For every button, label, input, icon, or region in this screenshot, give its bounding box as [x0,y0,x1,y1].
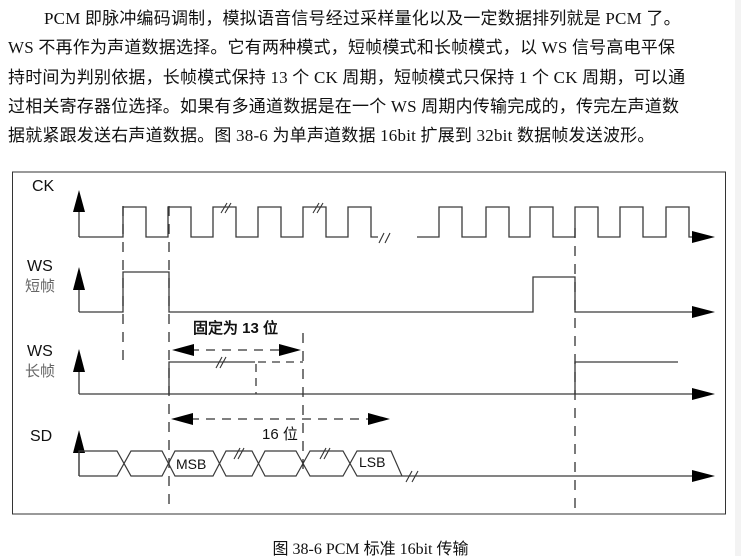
ws-long-time-arrow [692,388,715,400]
sd-break-marks [233,447,419,483]
16-bits-arrow [171,413,390,425]
paragraph-line-1: PCM 即脉冲编码调制，模拟语音信号经过采样量化以及一定数据排列就是 PCM 了… [44,9,681,28]
ws-long-dashed-extension [255,361,303,394]
lsb-label: LSB [359,454,385,470]
ws-long-break-mark [215,356,227,369]
fixed-13-bits-label: 固定为 13 位 [193,319,278,337]
description-paragraph: PCM 即脉冲编码调制，模拟语音信号经过采样量化以及一定数据排列就是 PCM 了… [8,4,733,150]
16-bits-label: 16 位 [262,426,298,443]
ws-short-time-arrow [692,306,715,318]
pcm-timing-diagram: CK WS 短帧 WS 长帧 SD 固定为 13 位 [12,171,726,515]
scrollbar[interactable] [735,0,741,556]
ck-label: CK [32,178,55,195]
ws-long-label: WS [27,343,53,360]
ws-short-waveform [79,271,700,313]
figure-caption: 图 38-6 PCM 标准 16bit 传输 [272,541,469,558]
ws-long-waveform [79,361,700,395]
ws-short-label: WS [27,258,53,275]
sd-waveform [78,450,700,477]
reference-dashed-lines [122,206,576,510]
ck-break-marks [220,202,391,244]
sd-time-arrow [692,470,715,482]
y-axis-arrows [73,190,85,476]
msb-label: MSB [176,456,206,472]
paragraph-line-4: 过相关寄存器位选择。如果有多通道数据是在一个 WS 周期内传输完成的，传完左声道… [8,96,680,116]
ws-short-sublabel: 短帧 [25,277,55,295]
ws-long-sublabel: 长帧 [25,362,55,380]
ck-time-arrow [692,231,715,243]
ck-waveform [79,206,700,238]
fixed-13-bits-arrow [172,344,301,356]
sd-label: SD [30,428,52,445]
paragraph-line-2: WS 不再作为声道数据选择。它有两种模式，短帧模式和长帧模式，以 WS 信号高电… [8,38,676,58]
paragraph-line-3: 持时间为判别依据，长帧模式保持 13 个 CK 周期，短帧模式只保持 1 个 C… [8,67,686,87]
paragraph-line-5: 据就紧跟发送右声道数据。图 38-6 为单声道数据 16bit 扩展到 32bi… [8,126,655,146]
diagram-frame [12,171,726,515]
